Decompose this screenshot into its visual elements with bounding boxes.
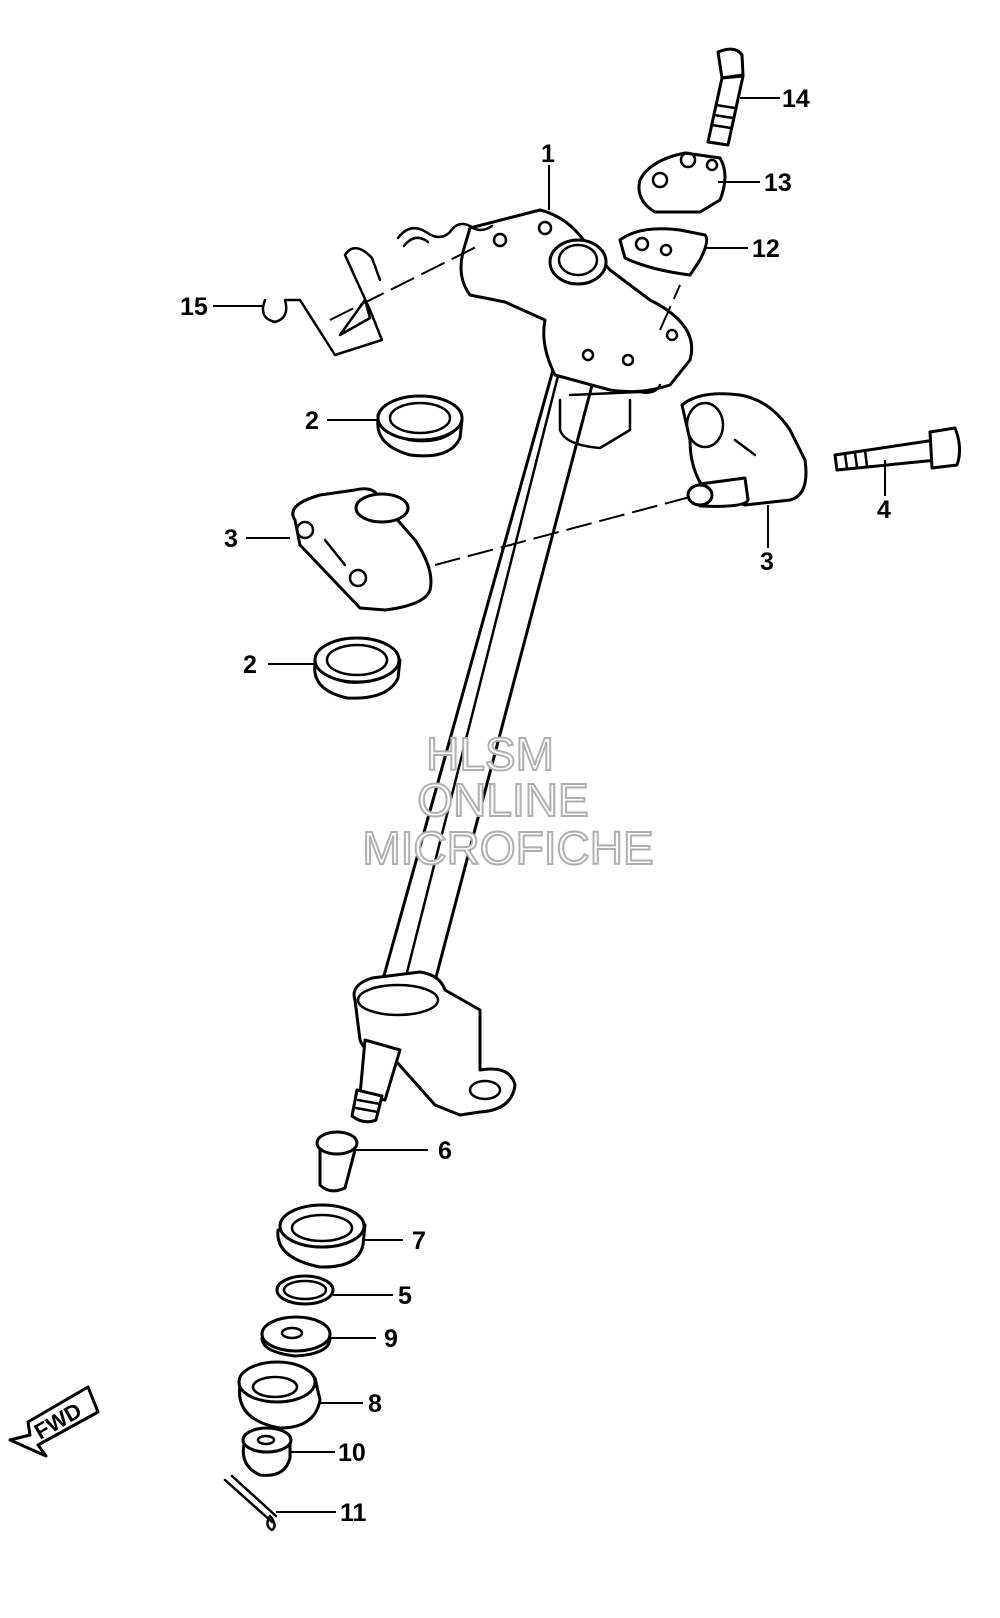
callout-13: 13	[764, 169, 792, 197]
callout-6: 6	[438, 1137, 452, 1165]
watermark-line-3: MICROFICHE	[362, 822, 653, 874]
callout-7: 7	[412, 1227, 426, 1255]
callout-15: 15	[180, 293, 208, 321]
callout-12: 12	[752, 235, 780, 263]
part-14-bolt[interactable]	[706, 47, 745, 147]
part-3-clamp-right[interactable]	[680, 392, 808, 508]
part-4-bolt[interactable]	[833, 426, 962, 472]
callout-3-left: 3	[224, 525, 238, 553]
part-10-nut[interactable]	[241, 1426, 293, 1477]
callout-3-right: 3	[760, 548, 774, 576]
callout-2-upper: 2	[305, 407, 319, 435]
callout-8: 8	[368, 1390, 382, 1418]
part-12-clamp-lower[interactable]	[618, 227, 709, 277]
part-1-steering-shaft[interactable]	[350, 208, 694, 1124]
part-9-washer[interactable]	[260, 1315, 332, 1358]
callout-10: 10	[338, 1439, 366, 1467]
part-7-bushing[interactable]	[276, 1203, 367, 1269]
callout-14: 14	[782, 85, 810, 113]
watermark-line-2: ONLINE	[417, 774, 588, 826]
part-2-bushing-lower[interactable]	[313, 636, 402, 700]
part-15-wire-clip[interactable]	[261, 222, 494, 357]
part-3-clamp-left[interactable]	[291, 487, 433, 612]
part-8-bushing[interactable]	[237, 1360, 322, 1430]
callout-11: 11	[340, 1499, 367, 1527]
alignment-line-clamp	[434, 496, 691, 566]
callout-4: 4	[877, 496, 891, 524]
fwd-arrow-icon: FWD	[8, 1385, 100, 1458]
part-11-cotter-pin[interactable]	[223, 1474, 278, 1532]
alignment-line-bolt	[659, 284, 681, 331]
watermark: HLSM ONLINE MICROFICHE	[361, 727, 654, 875]
callout-1: 1	[541, 140, 555, 168]
part-13-clamp-upper[interactable]	[637, 151, 727, 214]
part-5-o-ring[interactable]	[275, 1274, 335, 1306]
leader-lines	[213, 97, 886, 1513]
alignment-line-clip	[329, 244, 481, 321]
callout-9: 9	[384, 1325, 398, 1353]
part-2-bushing-upper[interactable]	[376, 394, 464, 458]
callout-2-lower: 2	[243, 651, 257, 679]
part-6-sleeve[interactable]	[315, 1130, 359, 1193]
watermark-line-1: HLSM	[426, 728, 554, 780]
callout-5: 5	[398, 1282, 412, 1310]
